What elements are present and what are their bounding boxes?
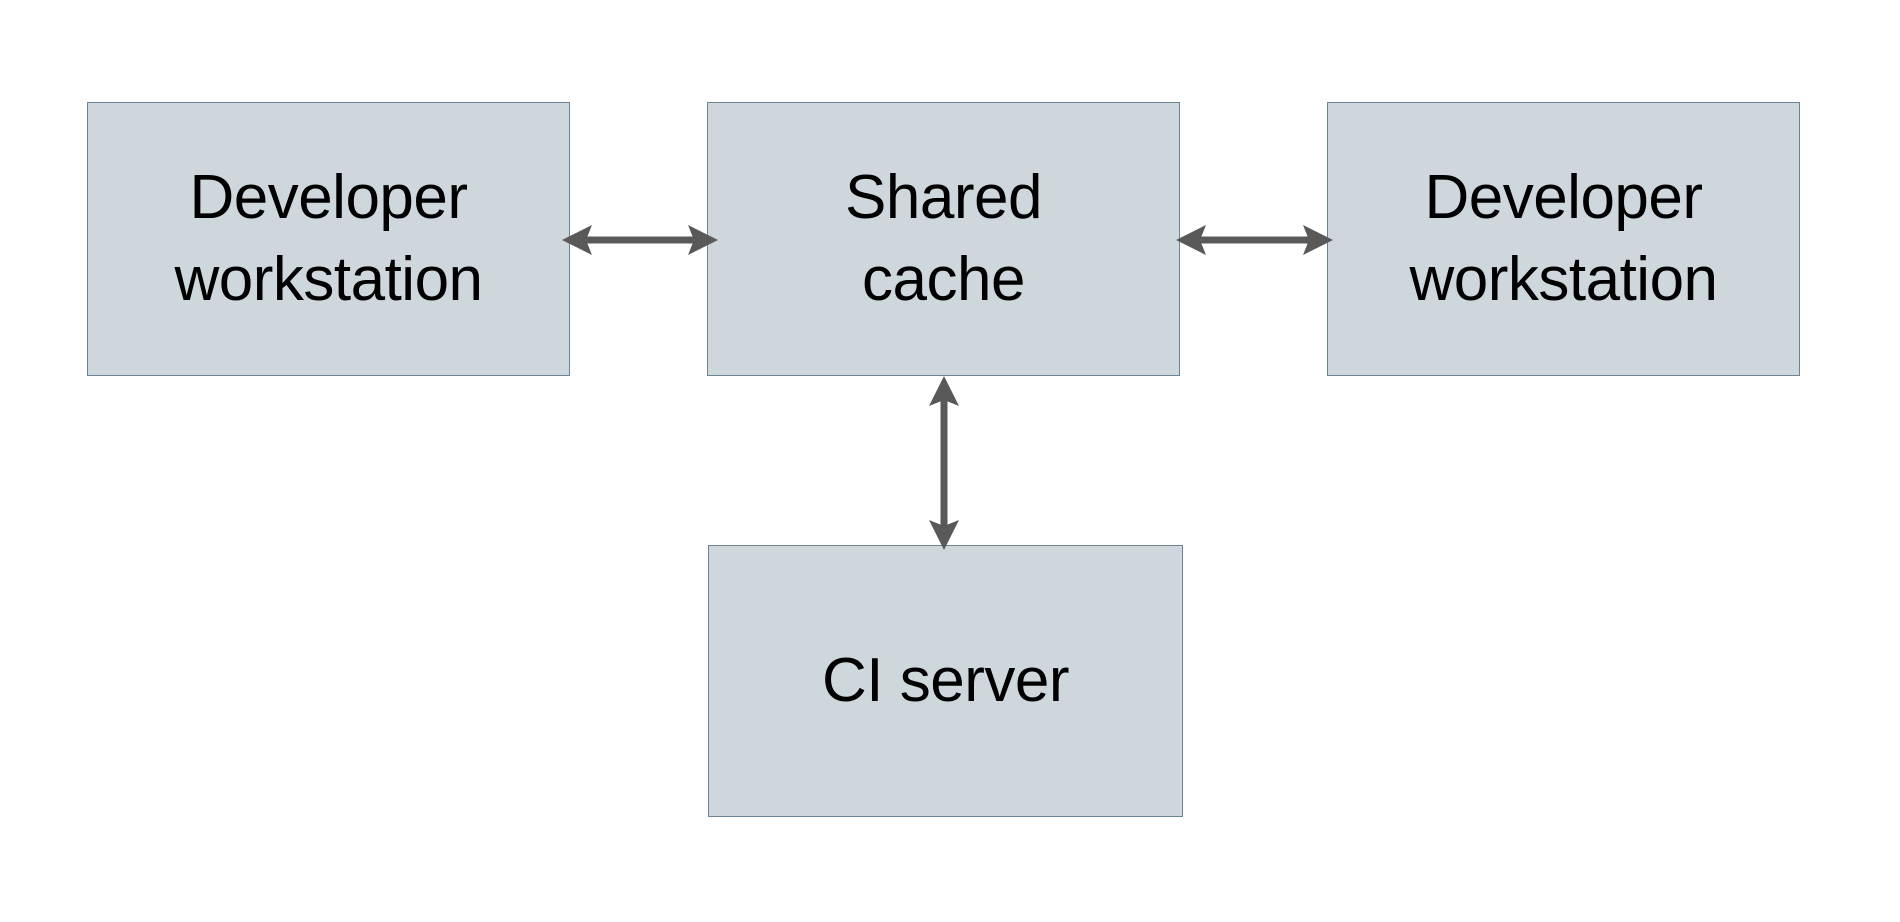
bidirectional-arrow-icon (1176, 225, 1333, 255)
node-label: Shared cache (845, 162, 1042, 314)
node-developer-workstation-right[interactable]: Developer workstation (1327, 102, 1800, 376)
bidirectional-arrow-icon (562, 225, 718, 255)
node-shared-cache[interactable]: Shared cache (707, 102, 1180, 376)
edge-shared-cache-to-ci-server[interactable] (904, 370, 984, 555)
edge-shared-cache-to-developer-right[interactable] (1172, 200, 1337, 280)
node-label: Developer workstation (1409, 162, 1718, 314)
node-label: CI server (822, 645, 1069, 715)
node-developer-workstation-left[interactable]: Developer workstation (87, 102, 570, 376)
edge-developer-left-to-shared-cache[interactable] (560, 200, 720, 280)
bidirectional-arrow-icon (929, 376, 959, 550)
node-label: Developer workstation (174, 162, 483, 314)
node-ci-server[interactable]: CI server (708, 545, 1183, 817)
